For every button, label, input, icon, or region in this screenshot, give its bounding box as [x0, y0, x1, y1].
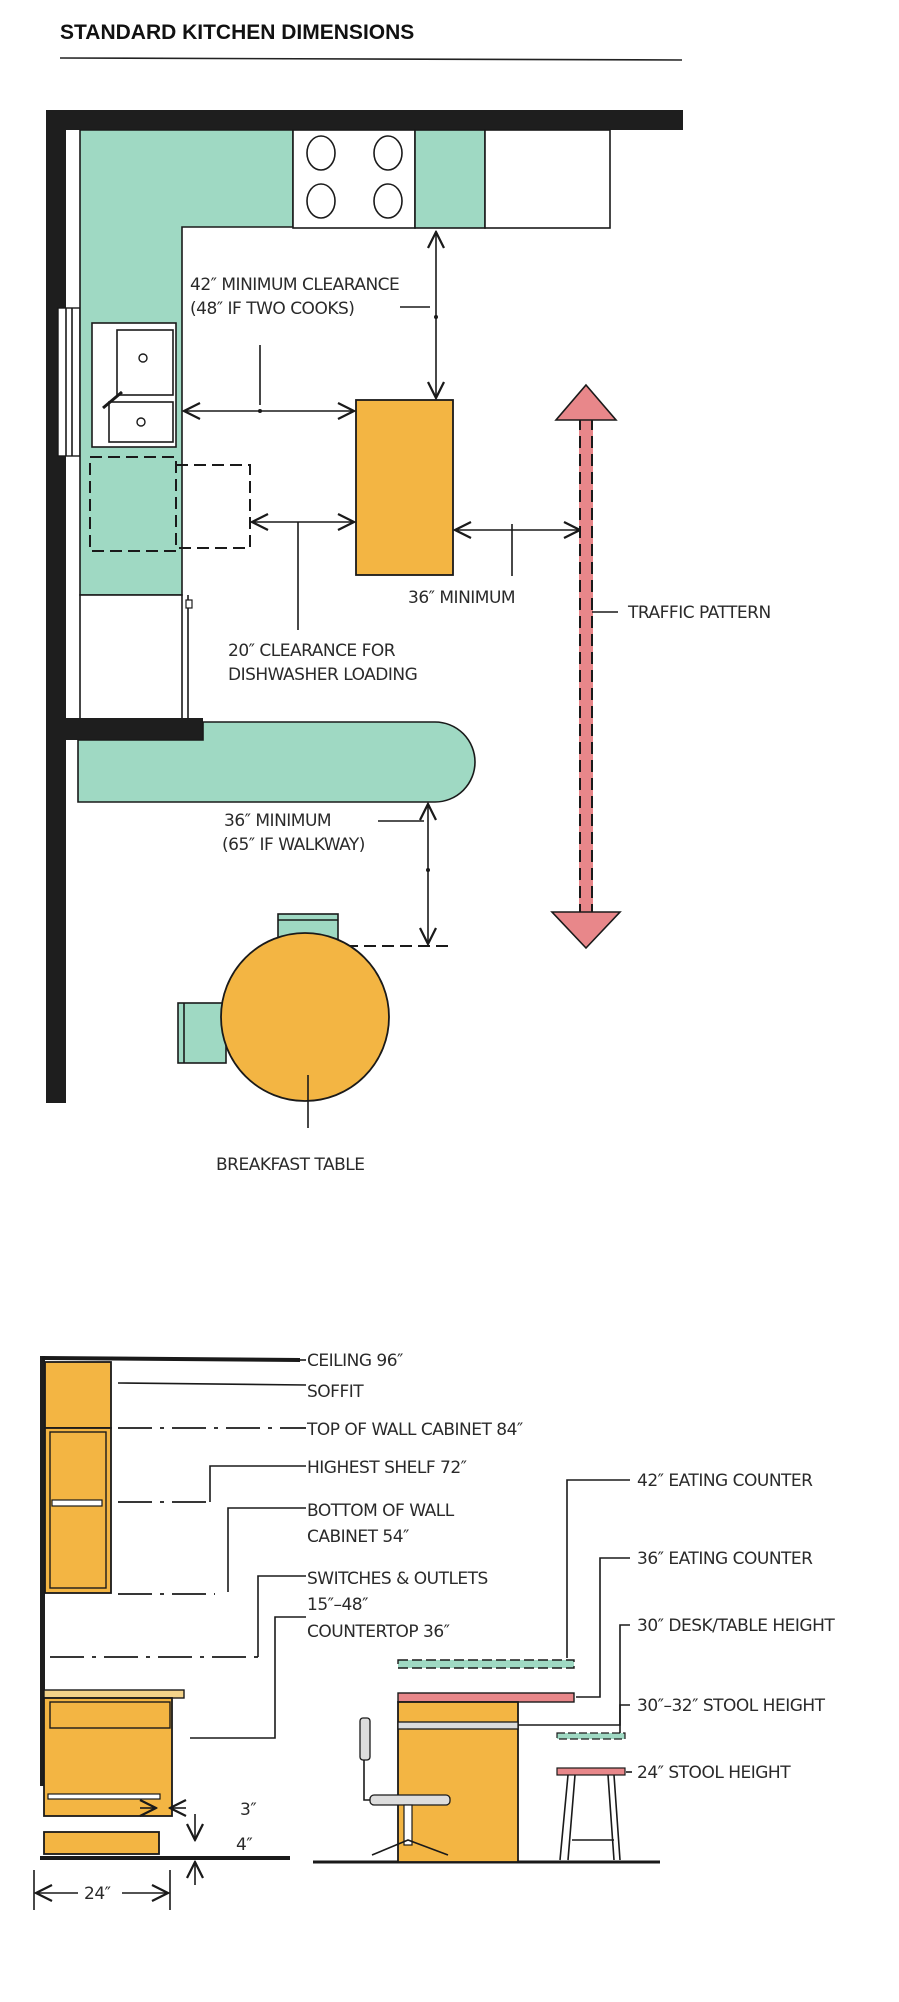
chair-frame [363, 1760, 380, 1801]
drain-icon [138, 353, 148, 363]
dishwasher-outline [89, 456, 177, 552]
stool-seat-30 [556, 1732, 626, 1740]
breakfast-table [220, 932, 390, 1102]
label-36-minimum: 36″ MINIMUM [408, 588, 515, 608]
dimension-dot [434, 315, 438, 319]
label-countertop: COUNTERTOP 36″ [307, 1622, 450, 1642]
label-bottom-cabinet-2: CABINET 54″ [307, 1527, 409, 1547]
elevation-wall [40, 1356, 45, 1786]
label-cabinet-depth: 24″ [84, 1884, 111, 1904]
label-48-two-cooks: (48″ IF TWO COOKS) [190, 299, 354, 319]
leader-highest-shelf [209, 1465, 306, 1502]
ceiling-line [41, 1356, 301, 1362]
stool-seat-24 [556, 1767, 626, 1776]
page-title: STANDARD KITCHEN DIMENSIONS [60, 21, 414, 44]
peninsula-counter [77, 721, 476, 803]
label-soffit: SOFFIT [307, 1382, 364, 1402]
label-toe-kick-height: 4″ [236, 1835, 252, 1855]
eating-counter-36 [397, 1692, 575, 1703]
island [355, 399, 454, 576]
chair-post [403, 1804, 413, 1846]
refrigerator [79, 594, 183, 721]
label-36-eating-counter: 36″ EATING COUNTER [637, 1549, 813, 1569]
dimension-dot [258, 409, 262, 413]
top-wall [60, 110, 683, 130]
leader-42-counter [566, 1479, 630, 1658]
desk-top [397, 1721, 519, 1730]
chair-seat [369, 1794, 451, 1806]
burner-icon [373, 183, 403, 219]
drawer-line [47, 1793, 161, 1800]
label-dishwasher-2: DISHWASHER LOADING [228, 665, 417, 685]
countertop [43, 1689, 185, 1699]
refrigerator-top [484, 129, 611, 229]
dimension-dot [426, 868, 430, 872]
burner-icon [306, 135, 336, 171]
label-switches-1: SWITCHES & OUTLETS [307, 1569, 488, 1589]
stool-legs [559, 1774, 621, 1861]
wall-cabinet [44, 1427, 112, 1594]
left-wall [46, 110, 66, 1103]
label-switches-2: 15″–48″ [307, 1595, 368, 1615]
chair-back [359, 1717, 371, 1761]
sink [91, 322, 177, 448]
label-42-eating-counter: 42″ EATING COUNTER [637, 1471, 813, 1491]
arrow-down-icon [550, 911, 622, 950]
chair-base [371, 1839, 449, 1856]
arrow-up-icon [554, 383, 618, 421]
leader-soffit [117, 1382, 307, 1386]
toe-kick-base [43, 1831, 160, 1855]
label-ceiling: CEILING 96″ [307, 1351, 403, 1371]
shelf [51, 1499, 103, 1507]
leader-desk [518, 1624, 630, 1726]
label-dishwasher-1: 20″ CLEARANCE FOR [228, 641, 396, 661]
leader-switches [257, 1575, 306, 1657]
traffic-pattern-arrow [550, 383, 622, 950]
counter-segment [414, 129, 486, 229]
label-peninsula-36: 36″ MINIMUM [224, 811, 331, 831]
label-traffic-pattern: TRAFFIC PATTERN [627, 603, 771, 623]
leader-36-counter [576, 1557, 630, 1698]
label-bottom-cabinet-1: BOTTOM OF WALL [307, 1501, 455, 1521]
label-highest-shelf: HIGHEST SHELF 72″ [307, 1458, 467, 1478]
burner-icon [306, 183, 336, 219]
window [57, 307, 81, 457]
cabinet-door [49, 1431, 107, 1589]
chair-left [177, 1002, 227, 1064]
label-stool-30-32: 30″–32″ STOOL HEIGHT [637, 1696, 826, 1716]
label-toe-kick-depth: 3″ [240, 1800, 256, 1820]
eating-counter-42 [397, 1659, 575, 1669]
faucet-icon [102, 390, 123, 410]
sink-basin [116, 329, 174, 396]
label-42-clearance: 42″ MINIMUM CLEARANCE [190, 275, 399, 295]
dishwasher-door-open [176, 464, 251, 549]
label-stool-24: 24″ STOOL HEIGHT [637, 1763, 791, 1783]
burner-icon [373, 135, 403, 171]
label-desk-height: 30″ DESK/TABLE HEIGHT [637, 1616, 835, 1636]
elevation-view: CEILING 96″ SOFFIT TOP OF WALL CABINET 8… [33, 1351, 836, 1910]
drawer [49, 1701, 171, 1729]
leader-countertop [190, 1616, 306, 1739]
sink-basin [108, 401, 174, 443]
leader-bottom-cabinet [227, 1507, 306, 1592]
drain-icon [136, 417, 146, 427]
leader-stool-30 [619, 1704, 630, 1733]
label-breakfast-table: BREAKFAST TABLE [216, 1155, 365, 1175]
floor-plan: 42″ MINIMUM CLEARANCE (48″ IF TWO COOKS)… [46, 110, 771, 1175]
label-top-wall-cabinet: TOP OF WALL CABINET 84″ [306, 1420, 523, 1440]
title-rule [59, 57, 683, 61]
fridge-handle [185, 599, 193, 609]
label-peninsula-65: (65″ IF WALKWAY) [222, 835, 365, 855]
traffic-shaft [579, 418, 593, 928]
lower-wall [46, 718, 203, 740]
soffit [44, 1361, 112, 1429]
cooktop [292, 129, 416, 229]
